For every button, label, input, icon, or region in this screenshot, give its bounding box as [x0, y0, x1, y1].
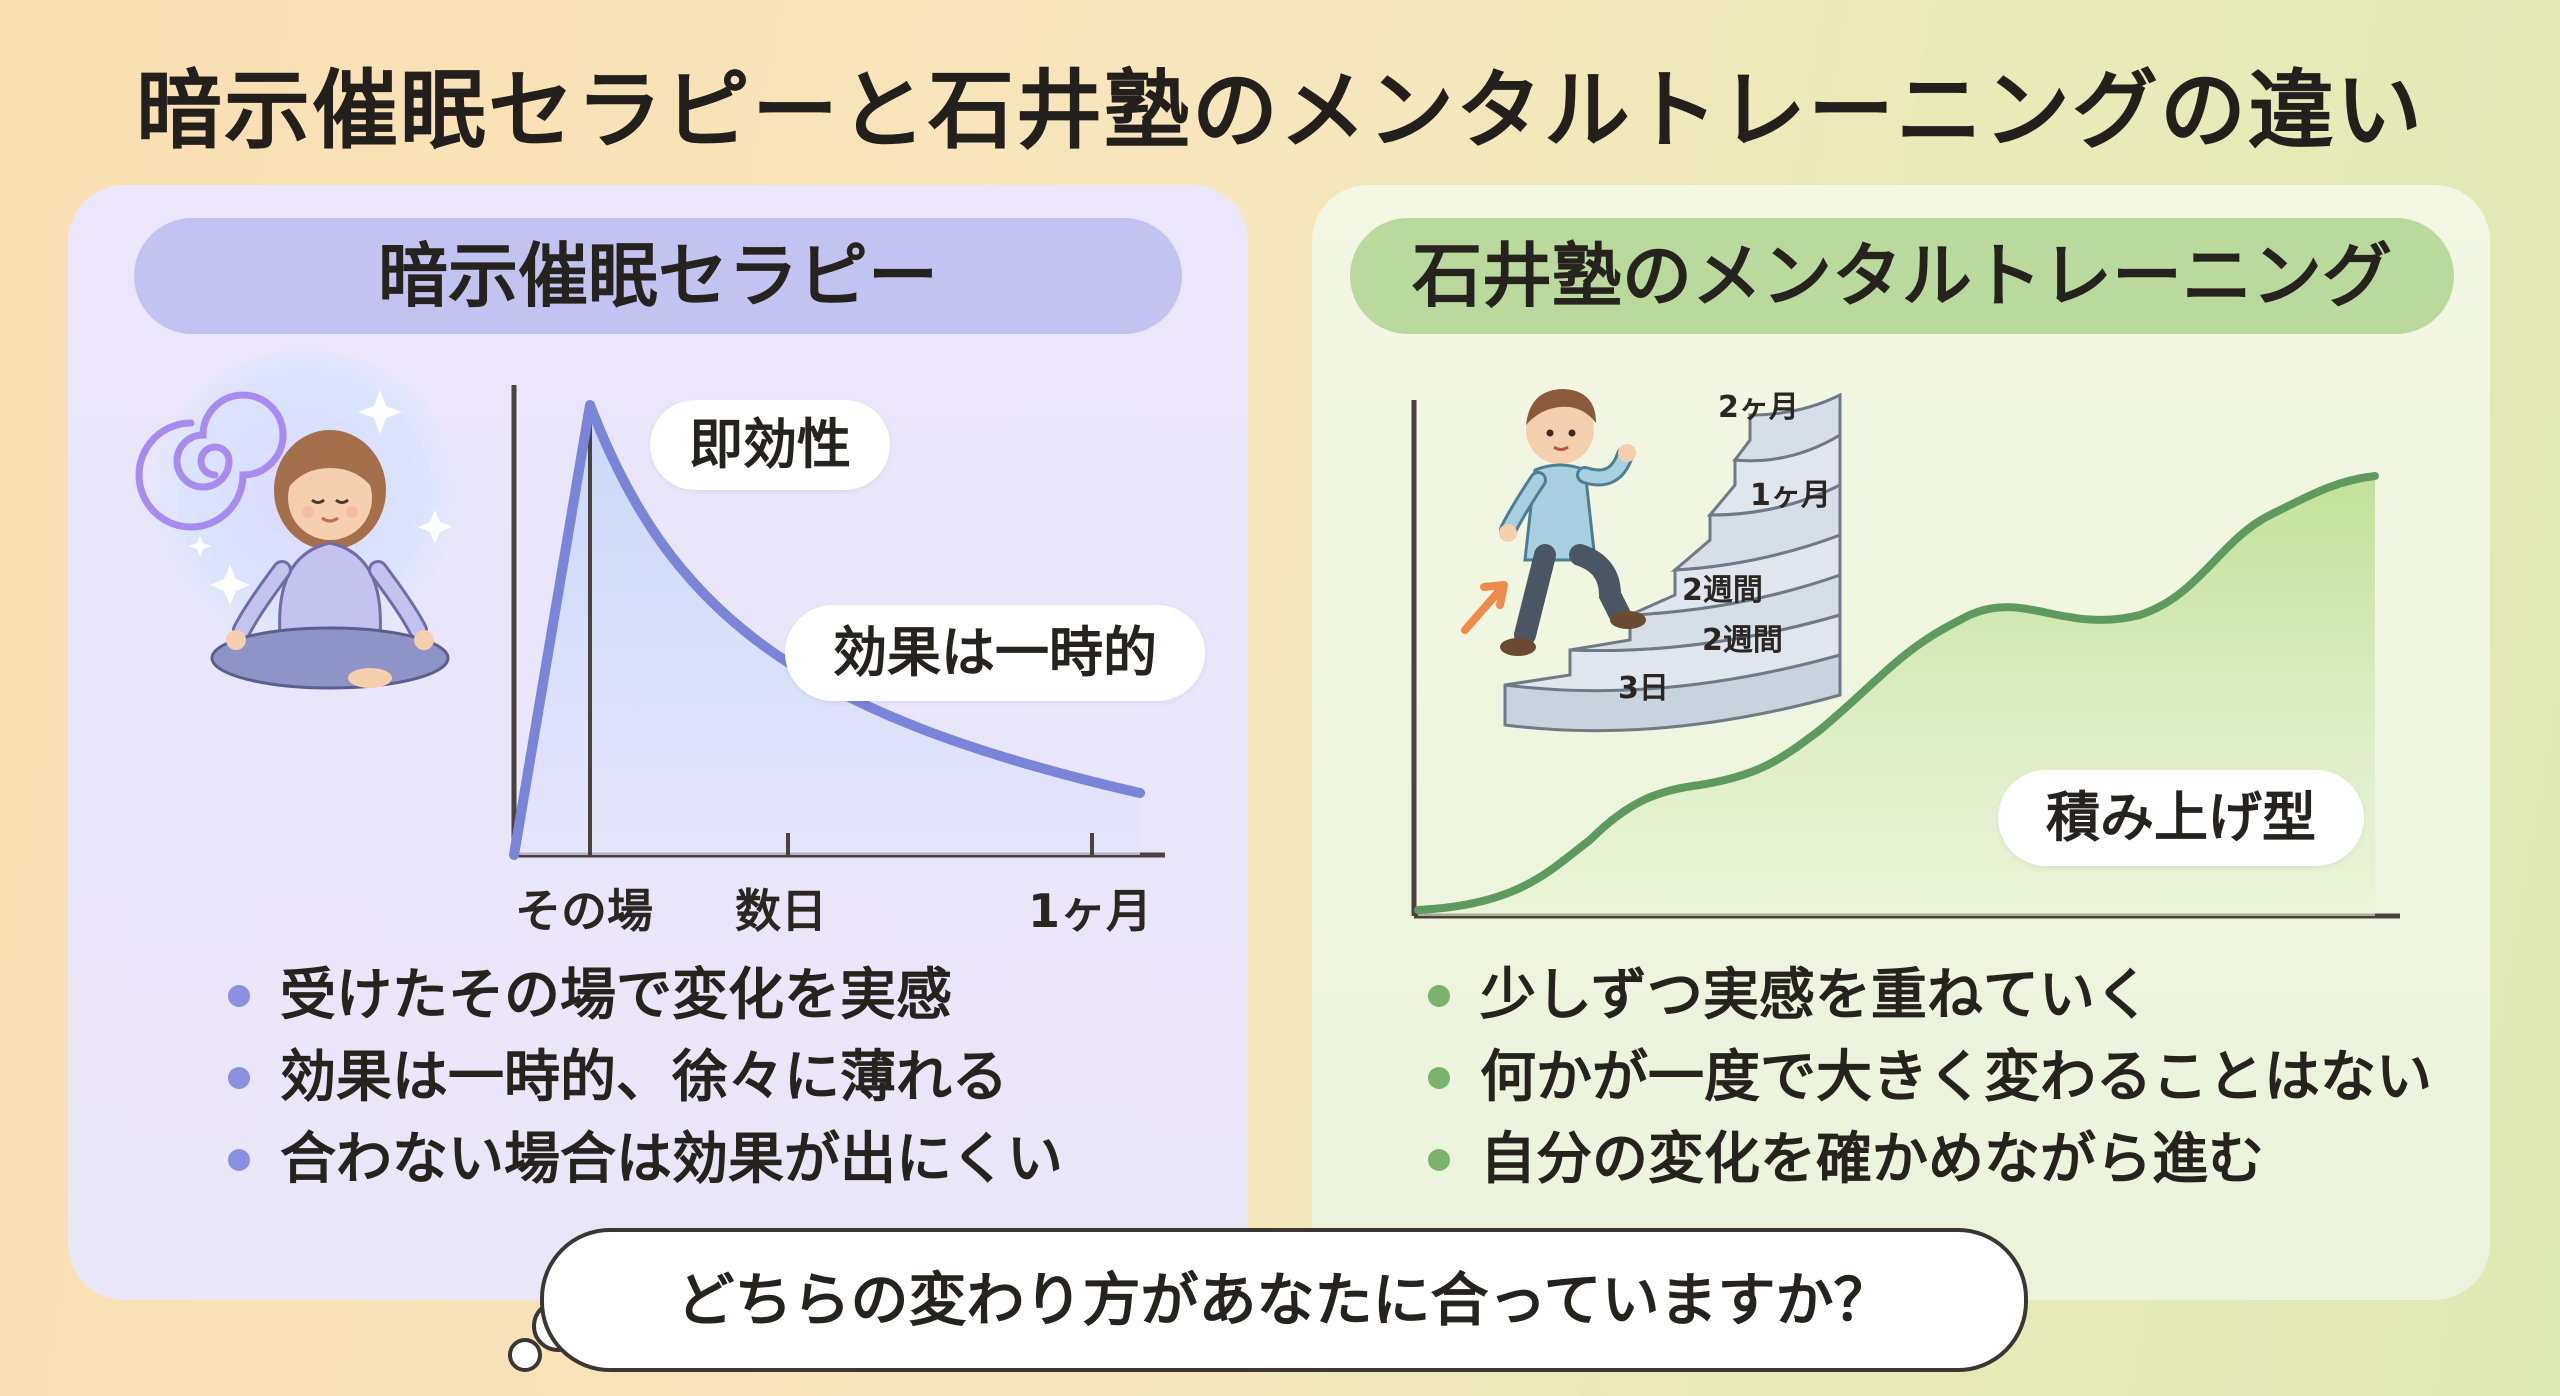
sparkle-icon: [189, 390, 452, 605]
mental-training-bullets: 少しずつ実感を重ねていく 何かが一度で大きく変わることはない 自分の変化を確かめ…: [1428, 955, 2432, 1201]
list-item: 受けたその場で変化を実感: [228, 955, 1063, 1037]
tick-label: 1ヶ月: [1028, 884, 1153, 938]
decay-label: 効果は一時的: [785, 605, 1205, 701]
bullet-dot: [228, 1067, 250, 1089]
hypnotherapy-heading: 暗示催眠セラピー: [134, 218, 1182, 334]
cumulative-label: 積み上げ型: [1998, 770, 2364, 866]
spiral-icon: [135, 391, 287, 531]
decay-curve: [509, 400, 1145, 860]
bullet-dot: [228, 1149, 250, 1171]
stair-label: 2ヶ月: [1718, 390, 1799, 425]
list-item: 合わない場合は効果が出にくい: [228, 1119, 1063, 1201]
bullet-dot: [1428, 1149, 1450, 1171]
list-item: 効果は一時的、徐々に薄れる: [228, 1037, 1063, 1119]
immediate-effect-chart: [509, 385, 1165, 860]
hypnotherapy-bullets: 受けたその場で変化を実感 効果は一時的、徐々に薄れる 合わない場合は効果が出にく…: [228, 955, 1063, 1201]
stair-label: 2週間: [1682, 573, 1763, 608]
stair-label: 2週間: [1702, 623, 1783, 658]
bullet-dot: [1428, 1067, 1450, 1089]
page-title: 暗示催眠セラピーと石井塾のメンタルトレーニングの違い: [136, 61, 2424, 161]
tick-label: 数日: [735, 884, 827, 938]
tick-label: その場: [515, 884, 653, 938]
meditating-person-illustration: [135, 350, 465, 690]
list-item: 自分の変化を確かめながら進む: [1428, 1119, 2432, 1201]
stair-label: 3日: [1618, 671, 1669, 706]
staircase-illustration: [1461, 389, 1842, 733]
question-bubble: どちらの変わり方があなたに合っていますか？: [540, 1228, 2028, 1372]
stair-label: 1ヶ月: [1750, 478, 1831, 513]
growth-curve: [1414, 472, 2379, 914]
bullet-dot: [1428, 985, 1450, 1007]
list-item: 少しずつ実感を重ねていく: [1428, 955, 2432, 1037]
decay-area: [514, 405, 1140, 855]
list-item: 何かが一度で大きく変わることはない: [1428, 1037, 2432, 1119]
thought-bubble-dot: [508, 1338, 542, 1372]
bullet-dot: [228, 985, 250, 1007]
mental-training-heading: 石井塾のメンタルトレーニング: [1350, 218, 2454, 334]
peak-label: 即効性: [650, 400, 890, 490]
up-arrow-icon: [1461, 586, 1504, 634]
